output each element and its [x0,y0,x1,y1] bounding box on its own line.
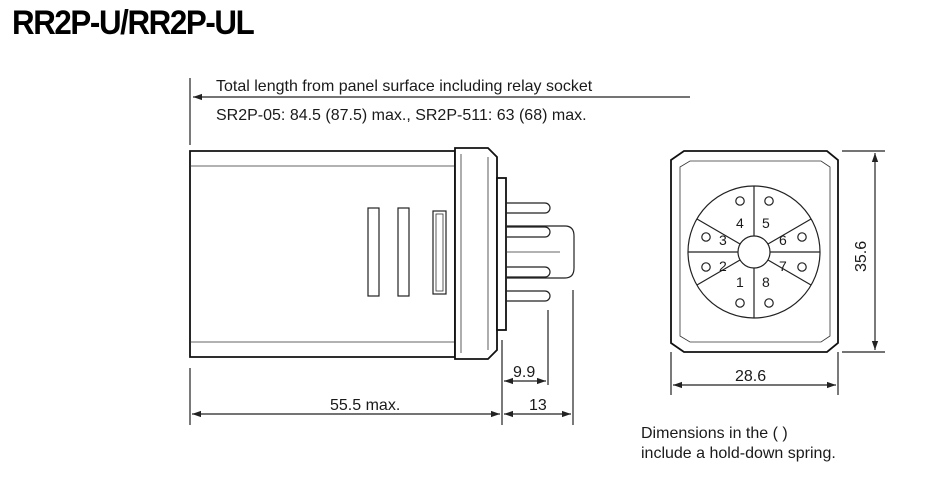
pin [506,226,551,238]
pin-label-5: 5 [762,215,770,231]
vent-slot [397,207,410,297]
vent-slot [432,210,447,295]
pin-label-3: 3 [719,232,727,248]
pin-label-4: 4 [736,215,744,231]
relay-base [496,177,507,331]
pin-hole [797,232,807,242]
pin-label-2: 2 [719,258,727,274]
spring-note: Dimensions in the ( ) include a hold-dow… [641,425,836,462]
base-to-tip-dimension: 13 [529,397,547,414]
side-dimensions: 55.5 max. 9.9 13 [189,290,574,425]
width-dimension: 28.6 [735,368,766,385]
pin-hole [701,262,711,272]
pin-hole [735,196,745,206]
pin-label-7: 7 [779,258,787,274]
page-title: RR2P-U/RR2P-UL [12,4,255,42]
pin [506,290,551,302]
bottom-dimensions: 28.6 35.6 [670,150,885,395]
pin [506,266,551,278]
pin-hole [735,298,745,308]
total-length-values: SR2P-05: 84.5 (87.5) max., SR2P-511: 63 … [216,107,587,124]
pin-hole [797,262,807,272]
relay-flange [454,147,498,360]
total-length-label: Total length from panel surface includin… [216,78,593,95]
pin [506,202,551,214]
pin-label-8: 8 [762,274,770,290]
pin-hole [764,196,774,206]
key-post [506,225,575,279]
body-length-dimension: 55.5 max. [330,397,400,414]
relay-body [189,150,456,358]
pin-label-1: 1 [736,274,744,290]
note-line-1: Dimensions in the ( ) [641,425,788,442]
pin-length-dimension: 9.9 [513,364,535,381]
note-line-2: include a hold-down spring. [641,445,836,462]
relay-side-view [189,147,575,360]
pin-hole [764,298,774,308]
relay-bottom-view: 1 2 3 4 5 6 7 8 [670,150,839,353]
total-length-callout: Total length from panel surface includin… [189,78,690,145]
pin-hole [701,232,711,242]
vent-slot [367,207,380,297]
pin-label-6: 6 [779,232,787,248]
height-dimension: 35.6 [853,241,870,272]
